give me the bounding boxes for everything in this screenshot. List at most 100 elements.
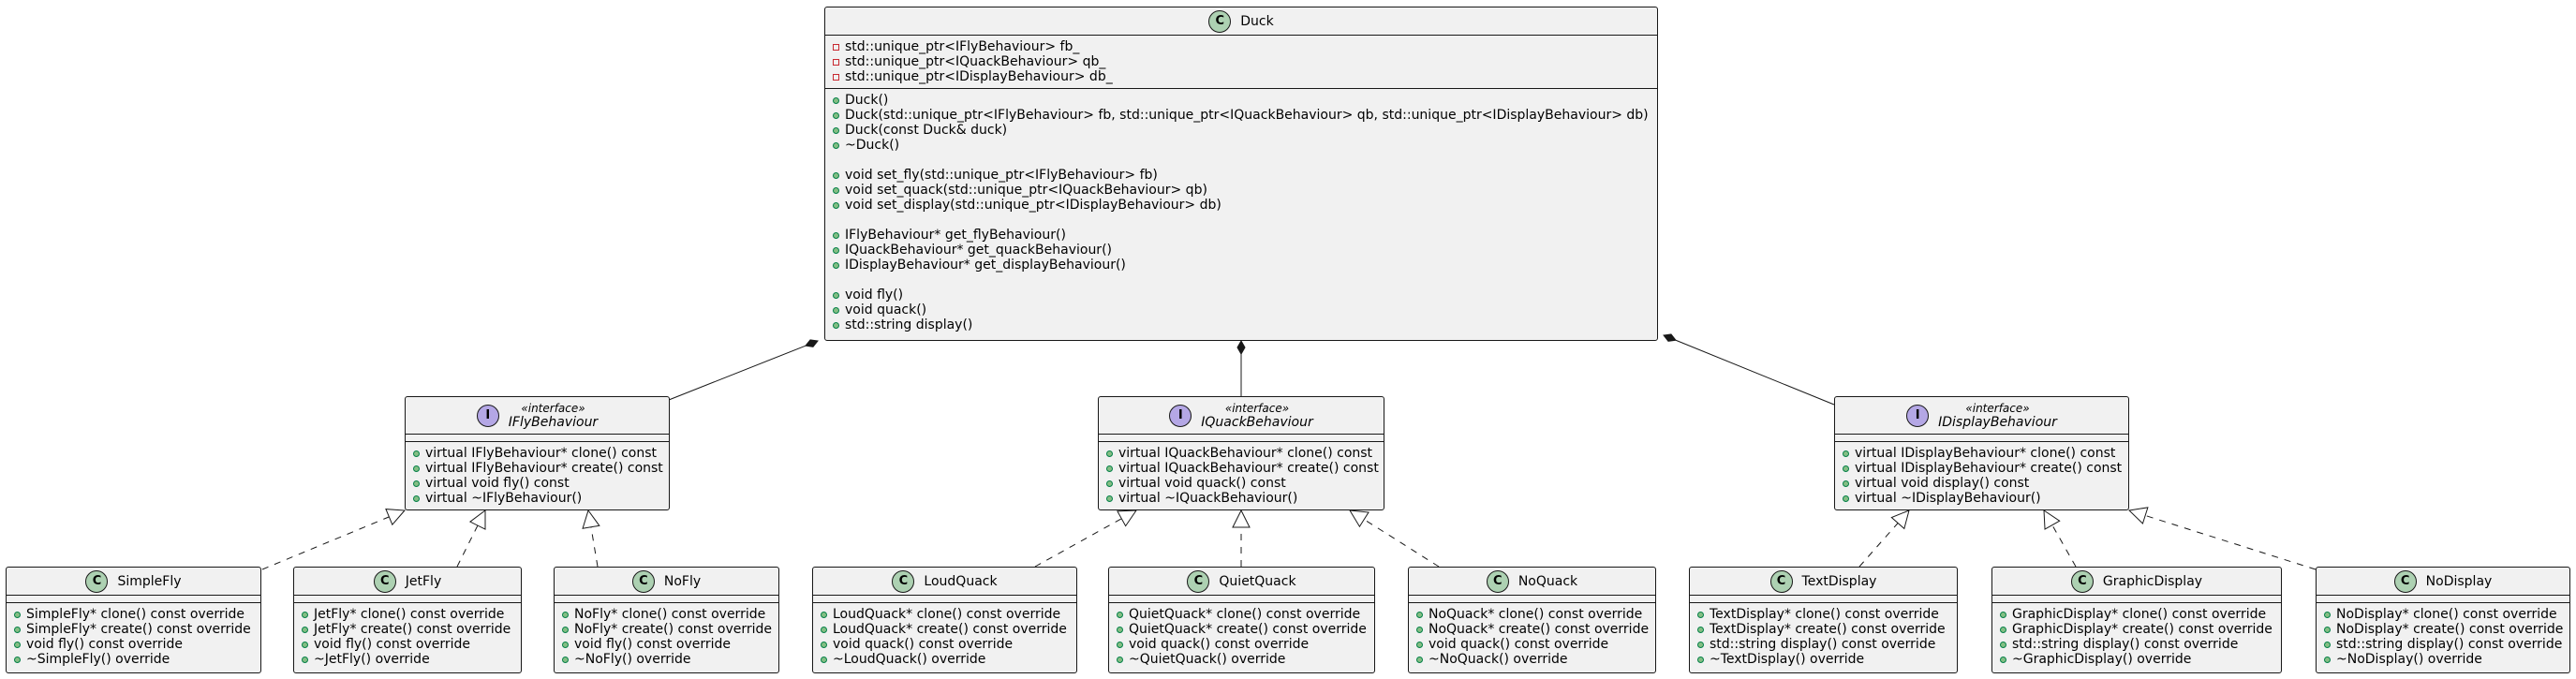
stereotype: «interface» bbox=[1965, 401, 2030, 415]
composition-edge bbox=[668, 345, 807, 401]
method-row: ~NoQuack() override bbox=[1416, 652, 1655, 667]
method-row: void fly() bbox=[833, 288, 1657, 303]
method-text: virtual IDisplayBehaviour* clone() const bbox=[1855, 446, 2116, 461]
method-text: IDisplayBehaviour* get_displayBehaviour(… bbox=[845, 258, 1126, 273]
public-marker-icon bbox=[821, 611, 827, 618]
method-text: virtual IFlyBehaviour* clone() const bbox=[425, 446, 657, 461]
stereotype: «interface» bbox=[1224, 401, 1290, 415]
public-marker-icon bbox=[2324, 656, 2331, 663]
method-text: NoDisplay* clone() const override bbox=[2336, 607, 2557, 622]
method-text: virtual IDisplayBehaviour* create() cons… bbox=[1855, 461, 2123, 476]
method-row: ~QuietQuack() override bbox=[1117, 652, 1374, 667]
method-text: virtual void display() const bbox=[1855, 476, 2030, 491]
method-text: JetFly* create() const override bbox=[314, 622, 511, 637]
method-text: GraphicDisplay* clone() const override bbox=[2012, 607, 2267, 622]
method-row: virtual IQuackBehaviour* clone() const bbox=[1106, 446, 1384, 461]
method-text: ~GraphicDisplay() override bbox=[2012, 652, 2192, 667]
realization-edge bbox=[1034, 518, 1122, 568]
class-duck-header: C Duck bbox=[825, 7, 1657, 36]
method-list: JetFly* clone() const override JetFly* c… bbox=[294, 603, 521, 671]
method-row: SimpleFly* clone() const override bbox=[14, 607, 260, 622]
public-marker-icon bbox=[821, 641, 827, 648]
class-badge-icon: C bbox=[631, 569, 655, 593]
method-row: void set_quack(std::unique_ptr<IQuackBeh… bbox=[833, 183, 1657, 198]
method-text: void quack() const override bbox=[833, 637, 1014, 652]
private-marker-icon bbox=[833, 43, 839, 51]
method-row: virtual void display() const bbox=[1843, 476, 2128, 491]
method-text: ~SimpleFly() override bbox=[26, 652, 170, 667]
method-text: void fly() const override bbox=[574, 637, 732, 652]
class-badge-icon: C bbox=[892, 569, 915, 593]
method-row: QuietQuack* create() const override bbox=[1117, 622, 1374, 637]
method-list: virtual IQuackBehaviour* clone() const v… bbox=[1099, 442, 1384, 509]
field-text: std::unique_ptr<IFlyBehaviour> fb_ bbox=[845, 39, 1080, 54]
method-row: void fly() const override bbox=[302, 637, 521, 652]
interface-header: I «interface»IQuackBehaviour bbox=[1099, 397, 1384, 435]
method-spacer bbox=[833, 153, 1657, 168]
class-name: NoFly bbox=[663, 573, 702, 589]
public-marker-icon bbox=[14, 626, 21, 633]
method-row: ~LoudQuack() override bbox=[821, 652, 1076, 667]
public-marker-icon bbox=[413, 494, 420, 502]
stereotype: «interface» bbox=[521, 401, 585, 415]
public-marker-icon bbox=[2000, 641, 2006, 648]
method-text: TextDisplay* clone() const override bbox=[1710, 607, 1939, 622]
method-text: SimpleFly* create() const override bbox=[26, 622, 251, 637]
public-marker-icon bbox=[2000, 656, 2006, 663]
interface-iquack-behaviour: I «interface»IQuackBehaviour virtual IQu… bbox=[1098, 396, 1384, 510]
interface-badge-icon: I bbox=[1906, 404, 1930, 427]
method-row: NoFly* create() const override bbox=[562, 622, 778, 637]
method-text: ~JetFly() override bbox=[314, 652, 430, 667]
public-marker-icon bbox=[833, 96, 839, 104]
method-row: ~Duck() bbox=[833, 138, 1657, 153]
method-row: virtual IFlyBehaviour* clone() const bbox=[413, 446, 669, 461]
method-text: GraphicDisplay* create() const override bbox=[2012, 622, 2273, 637]
method-text: void fly() bbox=[845, 288, 904, 303]
field-list: std::unique_ptr<IFlyBehaviour> fb_ std::… bbox=[825, 36, 1657, 88]
public-marker-icon bbox=[821, 656, 827, 663]
method-text: Duck() bbox=[845, 93, 889, 108]
method-text: Duck(std::unique_ptr<IFlyBehaviour> fb, … bbox=[845, 108, 1649, 123]
public-marker-icon bbox=[1843, 480, 1849, 487]
method-text: virtual void fly() const bbox=[425, 476, 570, 491]
realization-edge bbox=[2051, 524, 2077, 568]
public-marker-icon bbox=[413, 480, 420, 487]
public-marker-icon bbox=[1117, 656, 1123, 663]
interface-name: IDisplayBehaviour bbox=[1938, 414, 2057, 430]
composition-diamond-icon bbox=[805, 339, 819, 347]
realization-arrow-icon bbox=[468, 509, 486, 530]
method-row: NoDisplay* create() const override bbox=[2324, 622, 2569, 637]
method-text: LoudQuack* clone() const override bbox=[833, 607, 1061, 622]
interface-idisplay-behaviour: I «interface»IDisplayBehaviour virtual I… bbox=[1834, 396, 2129, 510]
public-marker-icon bbox=[1416, 656, 1423, 663]
method-list: TextDisplay* clone() const override Text… bbox=[1690, 603, 1957, 671]
public-marker-icon bbox=[833, 141, 839, 149]
method-row: virtual IDisplayBehaviour* create() cons… bbox=[1843, 461, 2128, 476]
method-list: virtual IDisplayBehaviour* clone() const… bbox=[1835, 442, 2128, 509]
method-row: GraphicDisplay* clone() const override bbox=[2000, 607, 2281, 622]
class-badge-icon: C bbox=[85, 569, 109, 593]
method-spacer bbox=[833, 273, 1657, 288]
method-text: virtual ~IDisplayBehaviour() bbox=[1855, 491, 2041, 506]
method-text: LoudQuack* create() const override bbox=[833, 622, 1067, 637]
class-duck: C Duck std::unique_ptr<IFlyBehaviour> fb… bbox=[824, 7, 1658, 341]
method-text: virtual IQuackBehaviour* create() const bbox=[1118, 461, 1379, 476]
method-row: ~JetFly() override bbox=[302, 652, 521, 667]
method-row: void set_fly(std::unique_ptr<IFlyBehavio… bbox=[833, 168, 1657, 183]
method-text: ~Duck() bbox=[845, 138, 900, 153]
public-marker-icon bbox=[833, 171, 839, 179]
class-badge-icon: C bbox=[1486, 569, 1509, 593]
public-marker-icon bbox=[2000, 611, 2006, 618]
method-text: QuietQuack* clone() const override bbox=[1129, 607, 1361, 622]
realization-arrow-icon bbox=[385, 509, 407, 526]
method-text: std::string display() const override bbox=[2012, 637, 2239, 652]
realization-arrow-icon bbox=[2127, 507, 2149, 524]
composition-diamond-icon bbox=[1663, 333, 1677, 342]
public-marker-icon bbox=[833, 306, 839, 314]
private-marker-icon bbox=[833, 73, 839, 81]
